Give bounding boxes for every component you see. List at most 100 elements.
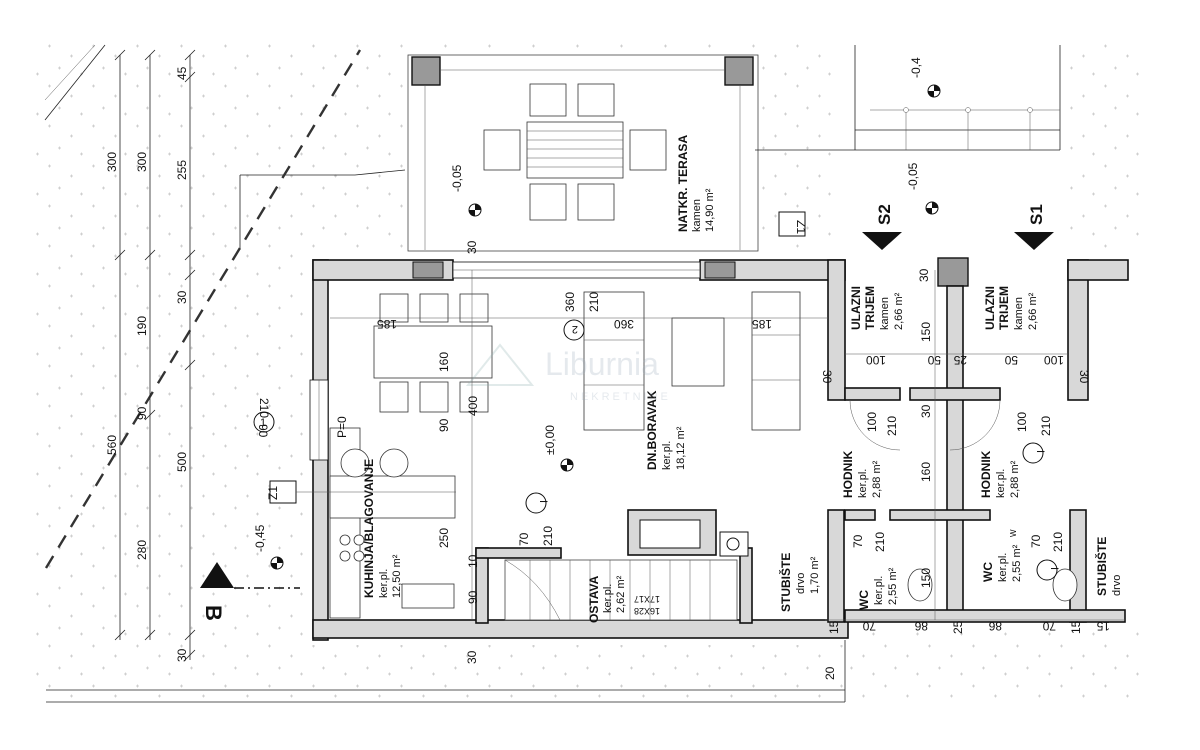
- dim-win90: 90: [256, 424, 270, 438]
- chair: [483, 129, 521, 171]
- porch1-area: 2,66 m²: [893, 292, 905, 330]
- kitchen-island: [329, 475, 456, 519]
- dim-d210d: 210: [1051, 532, 1065, 552]
- chair: [419, 381, 449, 413]
- living-name: DN.BORAVAK: [645, 390, 659, 470]
- level-marker: [927, 84, 941, 98]
- terrace-area: 14,90 m²: [704, 188, 716, 232]
- dim-b86a: 86: [914, 619, 928, 633]
- party-wall: [946, 285, 964, 622]
- outside-level: -0,45: [253, 524, 267, 552]
- kitchen-name: KUHINJA/BLAGOVANJE: [362, 459, 376, 598]
- kitchen-area: 12,50 m²: [391, 554, 403, 598]
- wall-column: [412, 261, 444, 279]
- dim-door210: 210: [541, 526, 555, 546]
- dim-left-560: 560: [105, 435, 119, 455]
- dim-p30c: 30: [917, 268, 931, 282]
- dim-185a: 185: [377, 317, 397, 331]
- dim-v30: 30: [465, 240, 479, 254]
- chair: [459, 381, 489, 413]
- dim-v90: 90: [437, 418, 451, 432]
- section-b: B: [200, 562, 300, 621]
- dim-b25: 25: [951, 620, 965, 634]
- stair-outline: [504, 559, 738, 621]
- porch1-name2: TRIJEM: [863, 286, 877, 330]
- watermark-sub: NEKRETNINE: [570, 391, 671, 403]
- boundary-diag-1: [44, 44, 106, 121]
- dim-d210a: 210: [885, 416, 899, 436]
- porch1-name1: ULAZNI: [849, 286, 863, 330]
- neighbor-area: -0,4 -0,05: [755, 45, 1061, 215]
- dim-360: 360: [614, 317, 634, 331]
- dim-right-45: 45: [175, 66, 189, 80]
- path-outline: [239, 169, 406, 250]
- wall-wc: [827, 509, 845, 623]
- wall-east-upper: [827, 259, 846, 401]
- chimney-fire: [639, 519, 701, 549]
- door-swing: [849, 399, 901, 451]
- hall2-name: HODNIK: [979, 450, 993, 498]
- interior-dimensions: 185 360 185 30 160 400 90 250 10 90 30 3…: [256, 240, 837, 680]
- stair2-floor: drvo: [1111, 575, 1123, 596]
- porch2-area: 2,66 m²: [1027, 292, 1039, 330]
- kitchen-floor: ker.pl.: [378, 569, 390, 598]
- wall-column: [704, 261, 736, 279]
- terrace-level: -0,05: [450, 164, 464, 192]
- dim-v360: 360: [563, 292, 577, 312]
- dim-d70b: 70: [1029, 534, 1043, 548]
- section-s2-label: S2: [875, 204, 894, 225]
- level-marker: [270, 556, 284, 570]
- right-terrace-level: -0,05: [906, 162, 920, 190]
- stair-size-b: 16X28: [634, 606, 660, 616]
- porch2-name1: ULAZNI: [983, 286, 997, 330]
- dim-v150a: 150: [919, 322, 933, 342]
- dim-p50a: 50: [927, 353, 941, 367]
- unit2-dimensions: 30 100 50 25 50 100 30 30 150 30 160 150…: [820, 268, 1125, 634]
- terrace-outline: [407, 54, 759, 252]
- stove: [339, 534, 365, 562]
- step-lines: [855, 129, 1060, 151]
- dim-d100b: 100: [1015, 412, 1029, 432]
- table-top: [526, 121, 624, 179]
- top-level: -0,4: [909, 57, 923, 78]
- dim-right-255: 255: [175, 160, 189, 180]
- wc2-area: 2,55 m²: [1011, 544, 1023, 582]
- dim-left-300: 300: [105, 152, 119, 172]
- dim-b15a: 15: [827, 620, 841, 634]
- dim-v10: 10: [466, 554, 480, 568]
- dim-mid-300: 300: [135, 152, 149, 172]
- dim-mid-90: 90: [135, 406, 149, 420]
- stair-size-a: 17X17: [634, 594, 660, 604]
- watermark-brand: Liburnia: [545, 346, 659, 382]
- window-level: P=0: [335, 416, 349, 438]
- dim-v400: 400: [466, 396, 480, 416]
- stair-floor: drvo: [795, 573, 807, 594]
- dining-table: [373, 325, 493, 379]
- markers: Z1 Z1 1 2 I I I -0,45: [253, 211, 1060, 581]
- wc2-name: WC: [981, 562, 995, 582]
- dim-v210: 210: [587, 292, 601, 312]
- hall1-name: HODNIK: [841, 450, 855, 498]
- door-tag-i: I: [537, 500, 549, 503]
- wall-hall2: [909, 387, 1001, 401]
- chair: [419, 293, 449, 323]
- hall2-floor: ker.pl.: [995, 469, 1007, 498]
- house-walls: [309, 257, 1129, 641]
- neighbor-cutout: [840, 40, 1065, 265]
- hall1-area: 2,88 m²: [871, 460, 883, 498]
- covered-terrace: NATKR. TERASA kamen 14,90 m² -0,05: [407, 54, 759, 252]
- stair2-name: STUBIŠTE: [1094, 537, 1109, 596]
- dim-right-30: 30: [175, 290, 189, 304]
- z1-label: Z1: [266, 486, 280, 500]
- dim-ticks: [114, 49, 196, 661]
- pantry-floor: ker.pl.: [602, 584, 614, 613]
- chair: [459, 293, 489, 323]
- terrace-table: [483, 83, 667, 221]
- window-tag-num: 1: [260, 417, 266, 429]
- dim-b15b: 15: [1069, 620, 1083, 634]
- porch2-name2: TRIJEM: [997, 286, 1011, 330]
- living-furniture: DN.BORAVAK ker.pl. 18,12 m² ±0,00: [543, 291, 801, 472]
- section-arrow: [1014, 232, 1054, 250]
- toilet: [907, 568, 933, 602]
- porch2-floor: kamen: [1013, 297, 1025, 330]
